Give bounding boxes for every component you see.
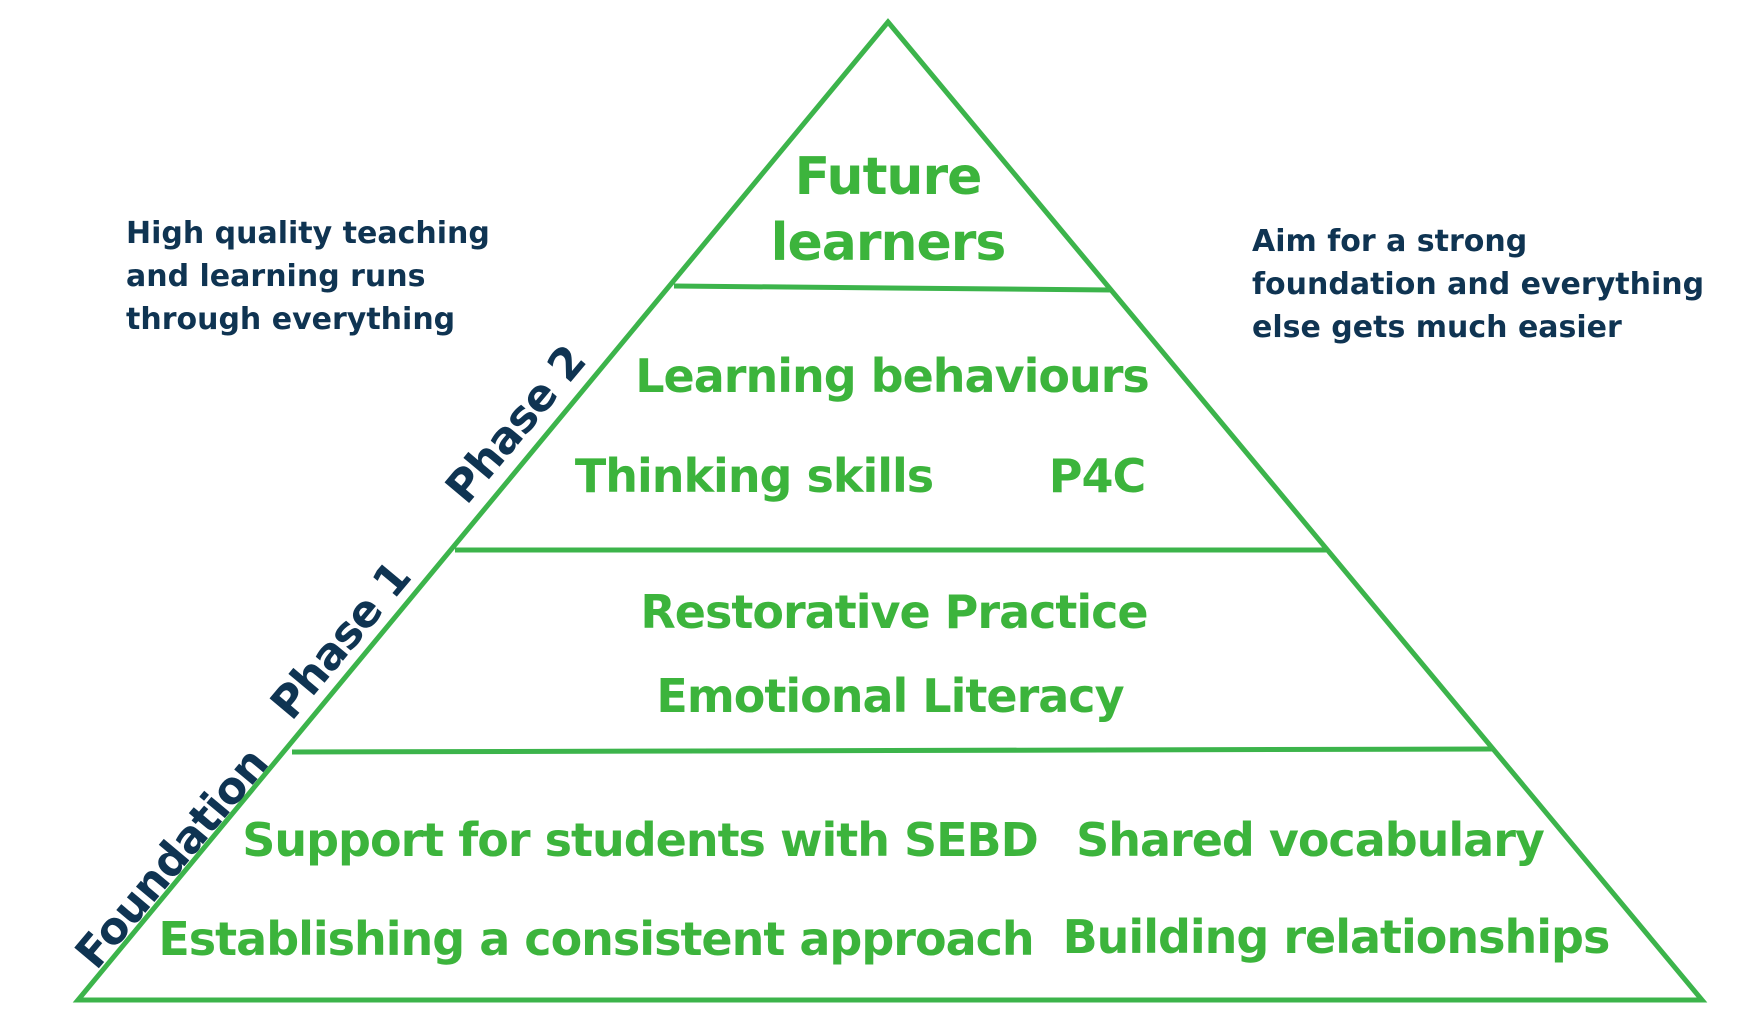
phase2-item-p4c: P4C — [1049, 449, 1145, 503]
phase1-item-restorative-practice: Restorative Practice — [640, 585, 1147, 639]
top-tier-line2: learners — [771, 213, 1006, 273]
divider-top — [673, 283, 1113, 293]
left-note-line3: through everything — [126, 302, 455, 337]
top-tier-line1: Future — [795, 147, 982, 207]
phase2-item-thinking-skills: Thinking skills — [575, 449, 933, 503]
right-note-line2: foundation and everything — [1252, 267, 1704, 302]
phase1-item-emotional-literacy: Emotional Literacy — [656, 669, 1124, 723]
left-note-line1: High quality teaching — [126, 216, 490, 251]
foundation-item-support-sebd: Support for students with SEBD — [242, 813, 1038, 867]
pyramid-outline — [72, 18, 1708, 1003]
foundation-item-shared-vocabulary: Shared vocabulary — [1076, 813, 1545, 867]
left-note-line2: and learning runs — [126, 259, 425, 294]
phase2-label: Phase 2 — [436, 336, 596, 513]
foundation-item-building-relationships: Building relationships — [1063, 910, 1610, 964]
right-note-line1: Aim for a strong — [1252, 224, 1527, 259]
divider-bottom — [291, 746, 1493, 755]
phase1-label: Phase 1 — [261, 552, 421, 729]
phase2-item-learning-behaviours: Learning behaviours — [635, 349, 1149, 403]
foundation-item-consistent-approach: Establishing a consistent approach — [158, 912, 1033, 966]
right-note-line3: else gets much easier — [1252, 310, 1622, 345]
